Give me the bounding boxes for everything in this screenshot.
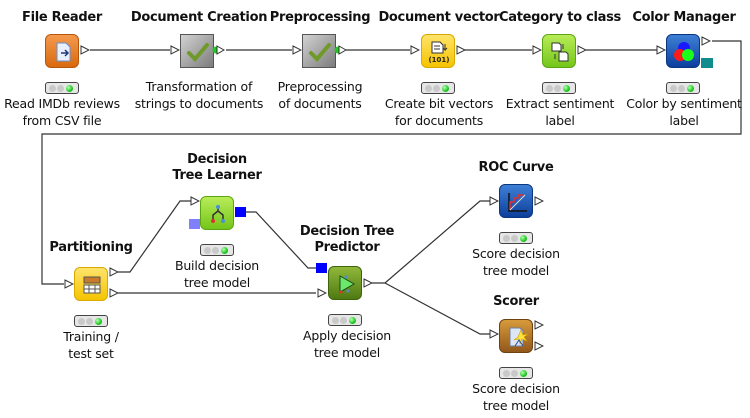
input-port[interactable]	[292, 45, 302, 55]
node-description-line: for documents	[394, 113, 484, 128]
output-port-test[interactable]	[109, 288, 119, 298]
input-port[interactable]	[190, 196, 200, 206]
node-description-line: tree model	[482, 398, 550, 413]
color-manager-icon[interactable]	[666, 34, 700, 68]
status-indicator	[499, 232, 533, 244]
icon-glyph-text: (101)	[428, 56, 449, 64]
metanode-check-icon[interactable]	[302, 34, 336, 68]
status-indicator	[45, 82, 79, 94]
input-port[interactable]	[532, 45, 542, 55]
color-model-port[interactable]	[701, 58, 713, 68]
node-description-line: Extract sentiment	[505, 96, 615, 111]
node-description-line: tree model	[183, 275, 251, 290]
output-port[interactable]	[577, 45, 587, 55]
node-description-line: Score decision	[472, 246, 560, 261]
model-output-port[interactable]	[235, 207, 246, 217]
status-indicator	[666, 82, 700, 94]
output-port[interactable]	[534, 196, 544, 206]
node-description-line: Build decision	[174, 258, 260, 273]
node-description-line: Transformation of	[145, 79, 253, 94]
roc-curve-icon[interactable]	[499, 184, 533, 218]
node-title: Partitioning	[49, 240, 133, 255]
status-indicator	[542, 82, 576, 94]
node-description-line: of documents	[278, 96, 362, 111]
input-port[interactable]	[410, 45, 420, 55]
document-vector-icon[interactable]: (101)	[421, 34, 455, 68]
node-title: Document vector	[378, 10, 500, 25]
input-port[interactable]	[170, 45, 180, 55]
pmml-input-port[interactable]	[189, 219, 200, 229]
output-port[interactable]	[363, 278, 373, 288]
node-title: Color Manager	[632, 10, 736, 25]
connection-color-manager-to-partitioning[interactable]	[41, 40, 742, 285]
node-title-line: Decision	[187, 152, 247, 167]
output-port[interactable]	[80, 45, 90, 55]
node-description-line: test set	[68, 346, 114, 361]
status-indicator	[421, 82, 455, 94]
input-port[interactable]	[64, 279, 74, 289]
input-port[interactable]	[489, 196, 499, 206]
node-description-line: Score decision	[472, 381, 560, 396]
connection-partitioning-to-learner[interactable]	[118, 200, 192, 273]
node-description-line: Read IMDb reviews	[4, 96, 120, 111]
node-description-line: Create bit vectors	[384, 96, 494, 111]
input-port[interactable]	[489, 329, 499, 339]
node-description-line: Training /	[63, 329, 119, 344]
node-description-line: Preprocessing	[277, 79, 363, 94]
node-title-line: Tree Learner	[172, 168, 262, 183]
status-indicator	[499, 367, 533, 379]
metanode-check-icon[interactable]	[180, 34, 214, 68]
node-description-line: tree model	[313, 345, 381, 360]
node-description-line: Apply decision	[303, 328, 391, 343]
node-description-line: tree model	[482, 263, 550, 278]
node-title-line: Decision Tree	[299, 224, 395, 239]
node-title: Category to class	[499, 10, 621, 25]
node-description-line: Color by sentiment	[626, 96, 742, 111]
category-to-class-icon[interactable]	[542, 34, 576, 68]
status-indicator	[200, 244, 234, 256]
connection-predictor-to-roc-curve[interactable]	[372, 200, 498, 284]
node-description-line: from CSV file	[22, 113, 102, 128]
node-title: File Reader	[22, 10, 102, 25]
status-indicator	[328, 314, 362, 326]
input-port[interactable]	[317, 288, 327, 298]
connection-learner-to-predictor[interactable]	[246, 211, 316, 269]
output-port[interactable]	[333, 44, 347, 56]
node-description-line: label	[545, 113, 575, 128]
file-reader-icon[interactable]	[45, 34, 79, 68]
output-port-accuracy[interactable]	[534, 341, 544, 351]
decision-tree-predictor-icon[interactable]	[328, 266, 362, 300]
output-port-table[interactable]	[534, 320, 544, 330]
output-port-training[interactable]	[109, 267, 119, 277]
status-indicator	[74, 315, 108, 327]
node-title: Scorer	[493, 294, 539, 309]
node-description-line: strings to documents	[134, 96, 264, 111]
node-title: ROC Curve	[478, 160, 554, 175]
node-description-line: label	[669, 113, 699, 128]
output-port[interactable]	[701, 36, 711, 46]
model-input-port[interactable]	[316, 263, 327, 273]
node-title: Preprocessing	[269, 10, 371, 25]
input-port[interactable]	[656, 45, 666, 55]
partitioning-icon[interactable]	[74, 267, 108, 301]
node-title-line: Predictor	[314, 240, 380, 255]
output-port[interactable]	[456, 45, 466, 55]
decision-tree-learner-icon[interactable]	[200, 196, 234, 230]
scorer-icon[interactable]	[499, 319, 533, 353]
node-title: Document Creation	[130, 10, 268, 25]
output-port[interactable]	[211, 44, 225, 56]
